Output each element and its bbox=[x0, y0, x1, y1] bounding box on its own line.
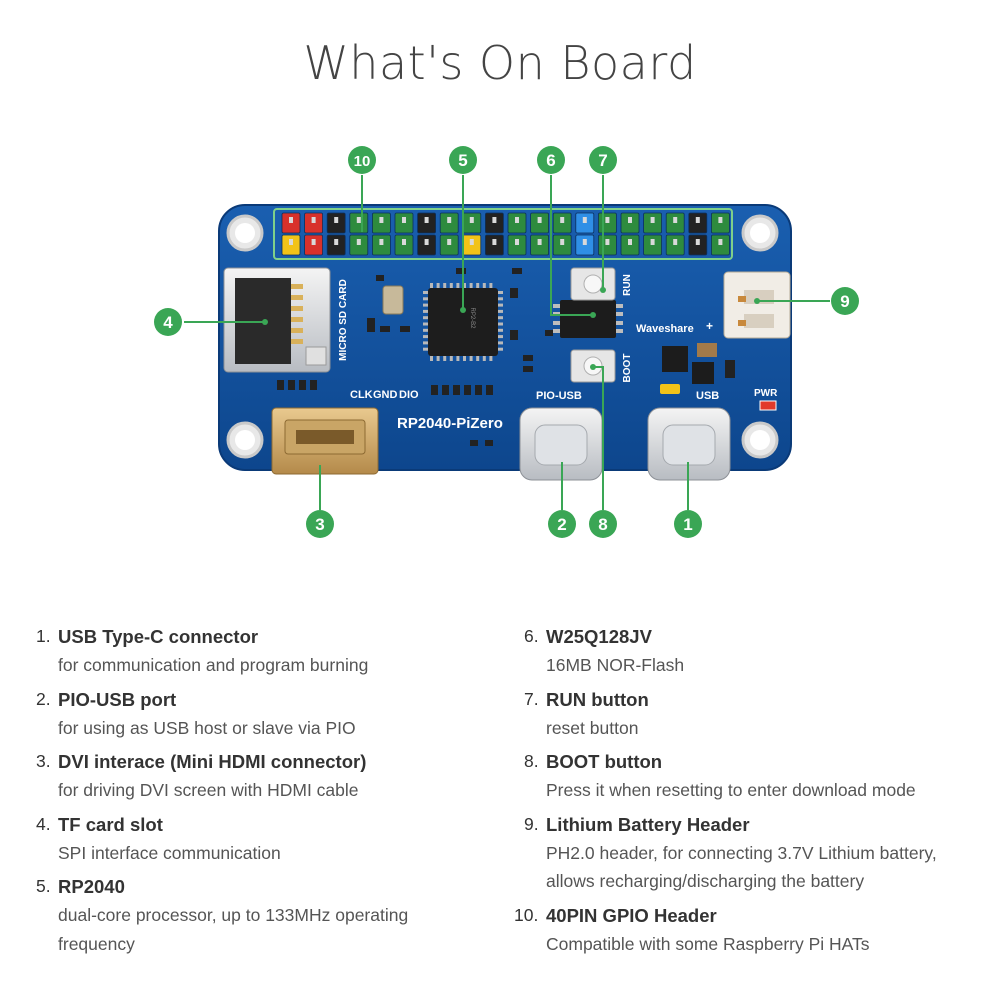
mounting-holes bbox=[226, 214, 779, 459]
plus-label: + bbox=[706, 319, 713, 333]
callout-number: 4 bbox=[163, 313, 173, 332]
callout-badge-4: 4 bbox=[154, 308, 182, 336]
tf-card-slot bbox=[223, 267, 331, 373]
pcb-board bbox=[218, 204, 792, 471]
feature-name: PIO-USB port bbox=[58, 688, 177, 710]
page-title: What's On Board bbox=[303, 36, 697, 90]
usb-type-c-connector bbox=[647, 407, 731, 481]
feature-item: 3. DVI interace (Mini HDMI connector) for … bbox=[36, 747, 476, 805]
feature-name: DVI interace (Mini HDMI connector) bbox=[58, 751, 367, 772]
clk-label: CLK bbox=[350, 389, 373, 401]
callout-number: 7 bbox=[598, 151, 607, 170]
battery-header bbox=[723, 271, 791, 339]
feature-description: allows recharging/discharging the batter… bbox=[546, 871, 865, 891]
feature-number: 6. bbox=[524, 626, 539, 646]
test-pads bbox=[277, 380, 493, 395]
feature-item: 5. RP2040 dual-core processor, up to 133MH… bbox=[36, 872, 476, 958]
callout-badge-7: 7 bbox=[589, 146, 617, 174]
callout-number: 2 bbox=[557, 515, 566, 534]
callout-badge-10: 10 bbox=[348, 146, 376, 174]
callout-number: 10 bbox=[354, 153, 371, 170]
feature-description: SPI interface communication bbox=[58, 842, 281, 863]
feature-list-left: 1. USB Type-C connector for communication … bbox=[36, 622, 476, 963]
run-button bbox=[570, 267, 616, 301]
feature-description: dual-core processor, up to 133MHz operat… bbox=[58, 905, 409, 925]
rp2040-chip: RP2-B2 bbox=[423, 283, 503, 361]
feature-number: 5. bbox=[36, 876, 51, 896]
feature-description: Press it when resetting to enter downloa… bbox=[546, 780, 916, 800]
usb-label: USB bbox=[696, 390, 719, 402]
feature-item: 2. PIO-USB port for using as USB host or s… bbox=[36, 685, 476, 743]
feature-name: USB Type-C connector bbox=[58, 626, 259, 647]
feature-description: reset button bbox=[546, 717, 639, 738]
feature-name: TF card slot bbox=[58, 813, 163, 835]
feature-name: 40PIN GPIO Header bbox=[546, 904, 717, 926]
callout-badge-2: 2 bbox=[548, 510, 576, 538]
feature-name: BOOT button bbox=[546, 751, 663, 772]
callout-badge-5: 5 bbox=[449, 146, 477, 174]
callout-badge-1: 1 bbox=[674, 510, 702, 538]
feature-description: PH2.0 header, for connecting 3.7V Lithiu… bbox=[546, 842, 937, 863]
feature-number: 1. bbox=[36, 626, 51, 646]
feature-number: 3. bbox=[36, 751, 51, 771]
feature-description: frequency bbox=[58, 933, 135, 954]
callout-number: 6 bbox=[546, 151, 555, 170]
board-diagram: MICRO SD CARD RP2-B2 CLK GND DIO RP2040-… bbox=[154, 146, 859, 538]
brand-label: Waveshare bbox=[636, 323, 694, 335]
feature-number: 9. bbox=[524, 813, 539, 834]
svg-text:RP2-B2: RP2-B2 bbox=[469, 307, 475, 329]
feature-number: 2. bbox=[36, 688, 51, 709]
feature-item: 7. RUN button reset button bbox=[524, 685, 994, 743]
gnd-label: GND bbox=[373, 389, 398, 401]
feature-name: RP2040 bbox=[58, 876, 125, 897]
callout-lines bbox=[184, 175, 830, 510]
callout-number: 5 bbox=[458, 151, 467, 170]
run-label: RUN bbox=[622, 274, 633, 296]
board-name-label: RP2040-PiZero bbox=[397, 415, 503, 432]
pio-usb-port bbox=[519, 407, 603, 481]
feature-number: 7. bbox=[524, 688, 539, 709]
callout-dots bbox=[262, 287, 760, 370]
callout-badge-8: 8 bbox=[589, 510, 617, 538]
dio-label: DIO bbox=[399, 389, 419, 401]
gpio-header-outline bbox=[273, 208, 733, 260]
callout-badge-9: 9 bbox=[831, 287, 859, 315]
feature-description: Compatible with some Raspberry Pi HATs bbox=[546, 933, 870, 954]
boot-label: BOOT bbox=[622, 354, 633, 383]
callout-badge-3: 3 bbox=[306, 510, 334, 538]
callout-number: 9 bbox=[840, 292, 849, 311]
mini-hdmi-connector bbox=[271, 407, 379, 475]
feature-description: for communication and program burning bbox=[58, 655, 369, 675]
flash-chip bbox=[553, 300, 623, 338]
feature-name: RUN button bbox=[546, 688, 649, 710]
callout-number: 1 bbox=[683, 515, 692, 534]
callout-badges: 1 2 3 4 5 6 7 8 9 10 bbox=[154, 146, 859, 538]
feature-description: 16MB NOR-Flash bbox=[546, 655, 685, 675]
feature-description: for driving DVI screen with HDMI cable bbox=[58, 780, 359, 800]
feature-item: 1. USB Type-C connector for communication … bbox=[36, 622, 476, 680]
feature-number: 8. bbox=[524, 751, 539, 771]
feature-list-right: 6. W25Q128JV 16MB NOR-Flash 7. RUN button res… bbox=[514, 622, 994, 963]
pwr-label: PWR bbox=[754, 388, 778, 399]
feature-description: for using as USB host or slave via PIO bbox=[58, 717, 356, 738]
feature-number: 10. bbox=[514, 904, 539, 925]
feature-name: W25Q128JV bbox=[546, 626, 652, 647]
micro-sd-label: MICRO SD CARD bbox=[338, 279, 349, 361]
callout-number: 8 bbox=[598, 515, 607, 534]
feature-number: 4. bbox=[36, 813, 51, 834]
callout-badge-6: 6 bbox=[537, 146, 565, 174]
callout-number: 3 bbox=[315, 515, 324, 534]
pio-usb-label: PIO-USB bbox=[536, 390, 582, 402]
feature-name: Lithium Battery Header bbox=[546, 813, 750, 835]
feature-item: 6. W25Q128JV 16MB NOR-Flash bbox=[524, 622, 994, 680]
